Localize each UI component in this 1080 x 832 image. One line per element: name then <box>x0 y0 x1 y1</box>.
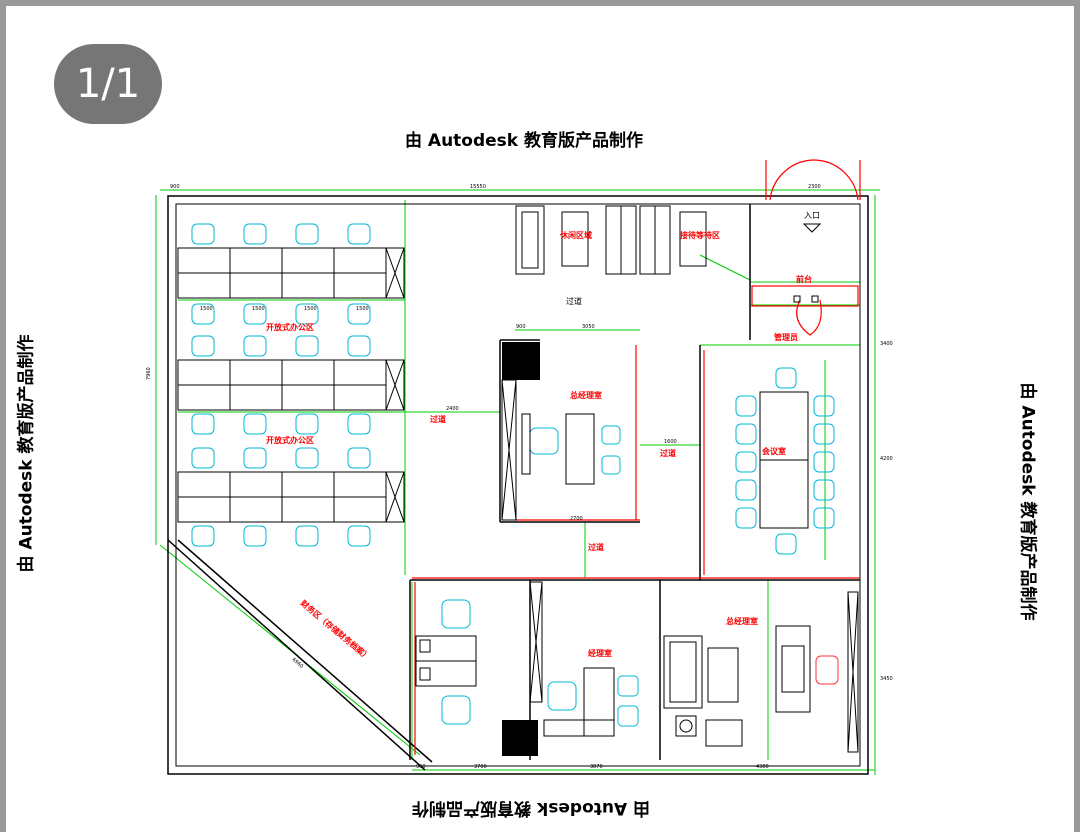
svg-text:3700: 3700 <box>474 764 487 770</box>
svg-text:7960: 7960 <box>146 367 152 380</box>
label-front-desk: 前台 <box>796 274 812 284</box>
label-open-office-2: 开放式办公区 <box>266 435 314 445</box>
column-block <box>502 720 538 756</box>
dimension-numbers: 15550 900 2300 1500 1500 1500 1500 7960 … <box>146 184 893 770</box>
label-entrance: 入口 <box>804 211 820 220</box>
svg-text:6960: 6960 <box>291 657 305 670</box>
svg-text:4200: 4200 <box>880 456 893 462</box>
svg-text:900: 900 <box>170 184 180 190</box>
page-indicator: 1/1 <box>54 44 162 124</box>
dimension-lines <box>155 189 880 775</box>
label-meeting-room: 会议室 <box>762 446 786 456</box>
svg-text:1600: 1600 <box>664 439 677 445</box>
label-finance: 财务区（存储财务档案） <box>298 597 373 662</box>
svg-text:3050: 3050 <box>582 324 595 330</box>
label-manager: 管理员 <box>774 332 798 342</box>
svg-text:2700: 2700 <box>570 516 583 522</box>
svg-text:2400: 2400 <box>446 406 459 412</box>
ceo-chair <box>815 655 839 685</box>
column-block <box>502 342 540 380</box>
label-lounge: 休闲区域 <box>559 230 592 240</box>
label-corridor-low: 过道 <box>588 542 604 552</box>
watermark-top: 由 Autodesk 教育版产品制作 <box>405 131 644 151</box>
svg-text:900: 900 <box>516 324 526 330</box>
svg-text:3400: 3400 <box>880 341 893 347</box>
room-labels: 入口 前台 休闲区域 接待等待区 过道 开放式办公区 开放式办公区 过道 总经理… <box>266 211 820 662</box>
open-office-desks <box>177 247 405 523</box>
walls <box>167 195 869 775</box>
label-reception: 接待等待区 <box>680 230 720 240</box>
label-ceo-office: 总经理室 <box>726 616 758 626</box>
svg-text:1500: 1500 <box>356 306 369 312</box>
svg-text:3870: 3870 <box>590 764 603 770</box>
svg-text:1500: 1500 <box>252 306 265 312</box>
svg-text:1500: 1500 <box>200 306 213 312</box>
svg-text:900: 900 <box>416 764 426 770</box>
label-gm-office: 总经理室 <box>570 390 602 400</box>
label-corridor-top: 过道 <box>566 296 582 306</box>
label-open-office-1: 开放式办公区 <box>266 322 314 332</box>
svg-text:15550: 15550 <box>470 184 486 190</box>
label-corridor-left: 过道 <box>430 414 446 424</box>
svg-text:2300: 2300 <box>808 184 821 190</box>
svg-text:4380: 4380 <box>756 764 769 770</box>
red-partitions <box>412 159 861 755</box>
svg-text:3450: 3450 <box>880 676 893 682</box>
label-corridor-mid: 过道 <box>660 448 676 458</box>
svg-text:1500: 1500 <box>304 306 317 312</box>
label-manager-office: 经理室 <box>588 648 612 658</box>
furniture <box>415 205 859 753</box>
